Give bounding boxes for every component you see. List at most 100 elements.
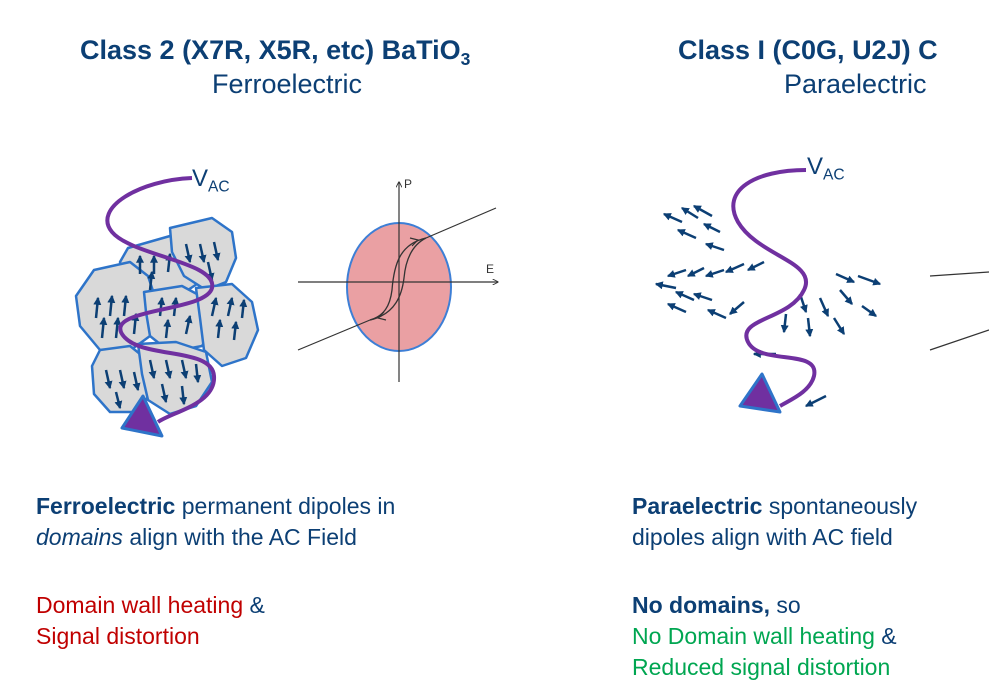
right-effect-line2: Reduced signal distortion [632, 652, 897, 683]
dipole-arrow [239, 298, 248, 319]
paraelectric-dipoles [654, 204, 882, 408]
left-effect-line1: Domain wall heating & [36, 590, 265, 621]
linear-pe-line-lower [929, 329, 989, 351]
dipole-arrow [702, 222, 721, 234]
dipole-arrow [686, 266, 705, 278]
vac-label-left: VAC [192, 165, 230, 196]
no-domains-bold: No domains, [632, 592, 771, 618]
left-title-subscript: 3 [460, 49, 471, 70]
axis-label-e: E [486, 262, 495, 276]
dipole-arrow [804, 394, 827, 408]
effect-signal-distortion: Signal distortion [36, 623, 200, 649]
dipole-arrow [99, 316, 108, 339]
dipole-arrow [680, 206, 699, 220]
vac-label-right-main: V [807, 153, 824, 180]
dipole-arrow [692, 204, 713, 218]
saturation-line-upper [425, 207, 497, 239]
ferroelectric-grains [74, 216, 260, 416]
saturation-line-lower [297, 319, 371, 351]
effect-no-domain-wall-heating: No Domain wall heating [632, 623, 875, 649]
dipole-arrow [805, 317, 814, 338]
effect-reduced-signal-distortion: Reduced signal distortion [632, 654, 891, 680]
dipole-arrow [832, 317, 846, 336]
dipole-arrow [210, 296, 219, 317]
dipole-arrow [706, 308, 727, 320]
loop-direction-arrow [376, 311, 387, 321]
hysteresis-plot [297, 182, 498, 382]
right-description-line2: dipoles align with AC field [632, 524, 893, 550]
ampersand: & [243, 592, 265, 618]
dipole-arrow [704, 242, 725, 252]
right-nodomains-line: No domains, so [632, 590, 897, 621]
left-description: Ferroelectric permanent dipoles in domai… [36, 491, 395, 553]
dipole-arrow [118, 369, 127, 390]
dipole-arrow [160, 383, 169, 404]
dipole-arrow [662, 212, 683, 224]
dipole-arrow [674, 290, 695, 302]
linear-pe-line-upper [929, 271, 989, 277]
dipole-arrow [724, 262, 745, 274]
right-description: Paraelectric spontaneously dipoles align… [632, 491, 917, 553]
ac-wave-right [731, 168, 817, 408]
dipole-arrow [676, 228, 697, 240]
dipole-arrow [184, 243, 193, 264]
right-effects: No domains, so No Domain wall heating & … [632, 590, 897, 683]
dipole-arrow [114, 391, 123, 410]
hysteresis-loop-lower [369, 237, 427, 321]
left-description-line1: Ferroelectric permanent dipoles in [36, 491, 395, 522]
left-title: Class 2 (X7R, X5R, etc) BaTiO3 [80, 35, 470, 70]
dipole-arrow [861, 304, 877, 318]
dipole-arrow [835, 272, 856, 284]
dipole-arrow [818, 297, 830, 318]
left-description-italic: domains [36, 524, 123, 550]
dipole-arrow [184, 314, 193, 335]
dipole-arrow [147, 270, 156, 291]
dipole-arrow [157, 296, 166, 317]
dipole-arrow [692, 292, 713, 302]
dipole-arrow [164, 359, 173, 380]
no-domains-text: so [770, 592, 801, 618]
effect-domain-wall-heating: Domain wall heating [36, 592, 244, 618]
dipole-arrow [198, 243, 207, 264]
dipole-arrow [654, 281, 677, 290]
left-description-text-2: align with the AC Field [122, 524, 357, 550]
wave-arrowhead-left [120, 394, 164, 438]
dipole-arrow [148, 359, 157, 380]
right-description-text: spontaneously [762, 493, 918, 519]
wave-arrowhead-right [738, 372, 782, 414]
left-title-main: Class 2 (X7R, X5R, etc) BaTiO [80, 35, 461, 65]
dipole-arrow [729, 301, 745, 315]
dipole-arrow [163, 318, 172, 339]
vac-label-right-sub: AC [823, 166, 845, 184]
left-effects: Domain wall heating & Signal distortion [36, 590, 265, 652]
right-subtitle: Paraelectric [784, 69, 927, 99]
dipole-arrow [113, 316, 122, 339]
loop-direction-arrow [409, 237, 420, 247]
dipole-arrow [121, 294, 130, 317]
dipole-arrow [180, 359, 189, 380]
left-description-line2: domains align with the AC Field [36, 522, 395, 553]
left-description-bold: Ferroelectric [36, 493, 176, 519]
ac-wave-left [105, 176, 217, 424]
dipole-arrow [93, 296, 102, 319]
dipole-arrow [666, 302, 687, 314]
dipole-arrow [226, 296, 235, 317]
dipole-arrow [107, 294, 116, 317]
right-description-line1: Paraelectric spontaneously [632, 491, 917, 522]
vac-label-left-sub: AC [208, 178, 230, 196]
dipole-arrow [666, 268, 687, 278]
left-subtitle: Ferroelectric [212, 69, 363, 99]
ampersand-right: & [874, 623, 897, 649]
vac-label-left-main: V [192, 165, 209, 192]
dipole-arrow [780, 313, 789, 334]
right-title: Class I (C0G, U2J) C [678, 35, 938, 65]
dipole-arrow [179, 385, 188, 406]
right-description-bold: Paraelectric [632, 493, 763, 519]
dipole-arrow [212, 241, 221, 262]
vac-label-right: VAC [807, 153, 845, 184]
dipole-arrow [704, 268, 725, 278]
dipole-arrow [857, 274, 882, 286]
dipole-arrow [839, 289, 853, 305]
left-effect-line2: Signal distortion [36, 621, 265, 652]
